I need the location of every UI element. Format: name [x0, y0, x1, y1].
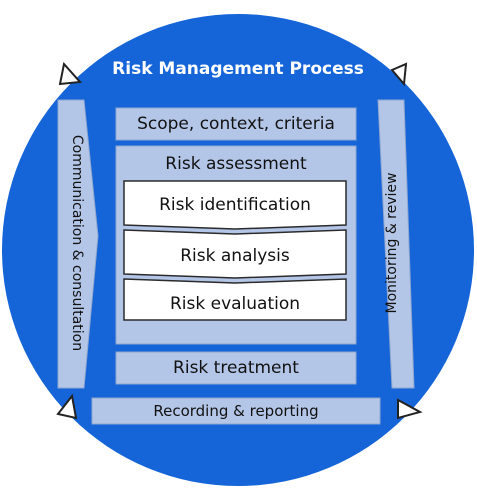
step-identification-box [123, 180, 347, 230]
monitoring-label: Monitoring & review [384, 172, 400, 314]
scope-label: Scope, context, criteria [137, 114, 335, 134]
step-analysis-box [123, 229, 347, 279]
recording-bar [91, 397, 381, 425]
step-analysis-label: Risk analysis [180, 246, 290, 266]
assessment-label: Risk assessment [165, 154, 307, 174]
treatment-box [115, 351, 357, 385]
arrowhead-top-left-icon [58, 61, 83, 86]
arrowhead-bottom-right-icon [397, 398, 423, 420]
arrowhead-top-right-icon [390, 62, 408, 87]
communication-label: Communication & consultation [69, 134, 85, 352]
step-identification-label: Risk identification [159, 195, 311, 215]
step-evaluation-label: Risk evaluation [169, 294, 301, 314]
treatment-label: Risk treatment [173, 358, 299, 378]
arrowhead-bottom-left-icon [56, 393, 78, 420]
diagram-title: Risk Management Process [112, 59, 364, 79]
scope-box [115, 107, 357, 141]
recording-label: Recording & reporting [153, 402, 319, 420]
communication-arrow [57, 99, 99, 389]
step-evaluation-box [123, 278, 347, 321]
monitoring-arrow [377, 99, 415, 389]
